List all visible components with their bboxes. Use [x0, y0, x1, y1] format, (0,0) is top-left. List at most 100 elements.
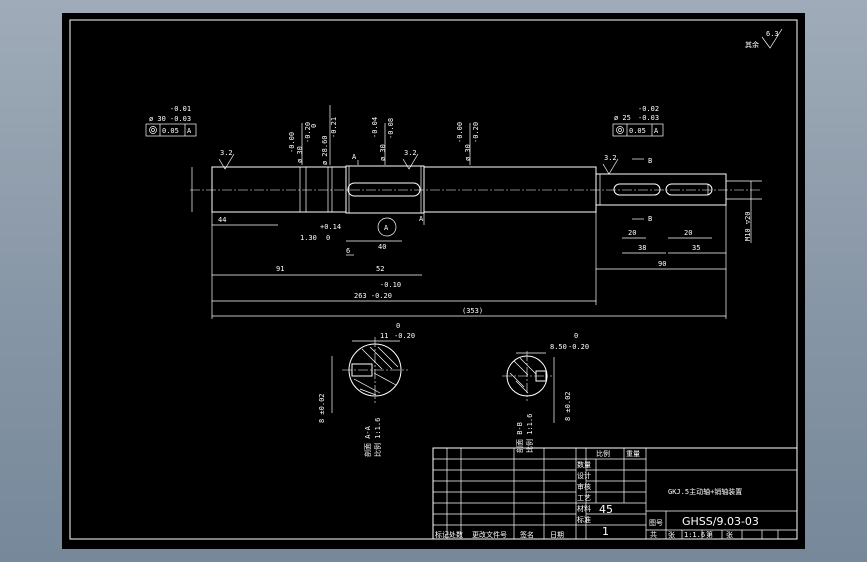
svg-text:-0.20: -0.20	[472, 122, 480, 143]
svg-text:90: 90	[658, 260, 666, 268]
svg-text:处数: 处数	[449, 530, 463, 539]
horizontal-dimensions: 44 +0.14 1.30 0 6 40 91 52 -0.10 263 -0.…	[211, 181, 752, 319]
svg-text:A: A	[352, 153, 357, 161]
svg-text:11: 11	[380, 332, 388, 340]
svg-text:ø 30: ø 30	[379, 144, 387, 161]
svg-text:-0.20: -0.20	[304, 122, 312, 143]
key-slot-b2	[665, 183, 713, 196]
svg-text:-0.00: -0.00	[456, 122, 464, 143]
svg-text:-0.02: -0.02	[638, 105, 659, 113]
svg-text:40: 40	[378, 243, 386, 251]
datum-circle	[377, 217, 397, 237]
title-drawing-title: GKJ.5主动轴+销轴装置	[668, 487, 742, 496]
datum-circle-label: A	[384, 224, 389, 232]
svg-text:-0.04: -0.04	[371, 117, 379, 138]
svg-text:-0.08: -0.08	[387, 118, 395, 139]
key-slot-a	[347, 182, 421, 197]
general-roughness-value: 6.3	[766, 30, 779, 38]
svg-text:6: 6	[346, 247, 350, 255]
svg-text:材料: 材料	[577, 504, 591, 513]
svg-text:8 ±0.02: 8 ±0.02	[318, 393, 326, 423]
svg-text:A: A	[187, 127, 192, 135]
svg-text:A: A	[654, 127, 659, 135]
svg-text:3.2: 3.2	[404, 149, 417, 157]
tolerance-frame-right: -0.02 ø 25 -0.03 0.05 A	[612, 105, 664, 137]
svg-text:20: 20	[684, 229, 692, 237]
vertical-dimensions: -0.00 ø 30 -0.20 0 ø 28.60 -0.21 -0.04 ø…	[288, 105, 480, 165]
svg-text:标记: 标记	[435, 530, 449, 539]
svg-text:52: 52	[376, 265, 384, 273]
svg-text:第: 第	[706, 530, 713, 539]
title-block: GKJ.5主动轴+销轴装置 GHSS/9.03-03 图号 45 1 比例 重量…	[432, 447, 798, 540]
section-markers: A A B B A	[352, 153, 652, 237]
svg-text:张: 张	[668, 530, 675, 539]
engineering-drawing: 其余 6.3 A A B B	[69, 19, 798, 540]
svg-text:44: 44	[218, 216, 226, 224]
svg-text:-0.03: -0.03	[170, 115, 191, 123]
svg-text:38: 38	[638, 244, 646, 252]
svg-text:剖面 A-A: 剖面 A-A	[363, 425, 372, 457]
svg-text:-0.00: -0.00	[288, 132, 296, 153]
section-view-a: 8 ±0.02 0 11 -0.20 剖面 A-A 比例 1:1.6	[318, 322, 415, 457]
svg-text:-0.20: -0.20	[394, 332, 415, 340]
title-drawno-label: 图号	[649, 519, 663, 527]
svg-text:工艺: 工艺	[577, 494, 591, 502]
svg-text:0: 0	[310, 124, 318, 128]
svg-text:ø 30: ø 30	[464, 144, 472, 161]
section-view-b: 8 ±0.02 0 8.50 -0.20 剖面 B-B 比例 1:1.6	[502, 332, 589, 453]
svg-text:比例: 比例	[596, 449, 610, 458]
svg-text:-0.21: -0.21	[330, 117, 338, 138]
svg-text:0: 0	[574, 332, 578, 340]
svg-text:ø 30: ø 30	[296, 146, 304, 163]
general-roughness: 其余 6.3	[745, 28, 783, 49]
svg-text:ø 25: ø 25	[614, 114, 631, 122]
shaft-segment-right	[595, 173, 727, 206]
svg-text:-0.01: -0.01	[170, 105, 191, 113]
svg-text:0: 0	[326, 234, 330, 242]
svg-text:(353): (353)	[462, 307, 483, 315]
svg-text:张: 张	[726, 530, 733, 539]
svg-text:8.50: 8.50	[550, 343, 567, 351]
svg-text:91: 91	[276, 265, 284, 273]
key-slot-b1	[613, 183, 661, 196]
shaft-view	[190, 165, 762, 214]
svg-text:+0.14: +0.14	[320, 223, 341, 231]
svg-text:标准: 标准	[577, 515, 591, 524]
shaft-segment-mid	[423, 166, 597, 213]
svg-text:B: B	[648, 157, 652, 165]
svg-text:35: 35	[692, 244, 700, 252]
svg-text:更改文件号: 更改文件号	[472, 530, 507, 539]
svg-text:ø 28.60: ø 28.60	[321, 135, 329, 165]
svg-text:20: 20	[628, 229, 636, 237]
svg-text:0.05: 0.05	[629, 127, 646, 135]
svg-text:共: 共	[650, 530, 657, 539]
svg-text:比例 1:1.6: 比例 1:1.6	[373, 418, 382, 457]
tolerance-frame-left: -0.01 ø 30 -0.03 0.05 A	[145, 105, 197, 137]
drawing-sheet: 其余 6.3 A A B B	[62, 13, 805, 549]
shaft-segment-key	[345, 165, 425, 214]
svg-text:-0.03: -0.03	[638, 114, 659, 122]
svg-text:-0.10: -0.10	[380, 281, 401, 289]
shaft-segment-left	[211, 166, 347, 213]
svg-text:3.2: 3.2	[604, 154, 617, 162]
title-drawing-number: GHSS/9.03-03	[682, 515, 759, 528]
svg-text:数量: 数量	[577, 460, 591, 469]
svg-text:B: B	[648, 215, 652, 223]
svg-text:1:1.6: 1:1.6	[684, 531, 705, 539]
title-material: 45	[599, 503, 613, 516]
svg-text:签名: 签名	[520, 530, 534, 539]
svg-text:3.2: 3.2	[220, 149, 233, 157]
svg-text:0.05: 0.05	[162, 127, 179, 135]
svg-text:重量: 重量	[626, 450, 640, 458]
svg-text:比例 1:1.6: 比例 1:1.6	[525, 414, 534, 453]
svg-text:0: 0	[396, 322, 400, 330]
svg-text:8 ±0.02: 8 ±0.02	[564, 391, 572, 421]
title-quantity: 1	[602, 525, 609, 538]
svg-text:审核: 审核	[577, 482, 591, 491]
svg-text:日期: 日期	[550, 531, 564, 539]
roughness-symbols: 3.2 3.2 3.2	[218, 149, 619, 175]
svg-text:ø 30: ø 30	[149, 115, 166, 123]
svg-text:M10 ▽20: M10 ▽20	[744, 211, 752, 241]
general-roughness-label: 其余	[745, 40, 759, 49]
